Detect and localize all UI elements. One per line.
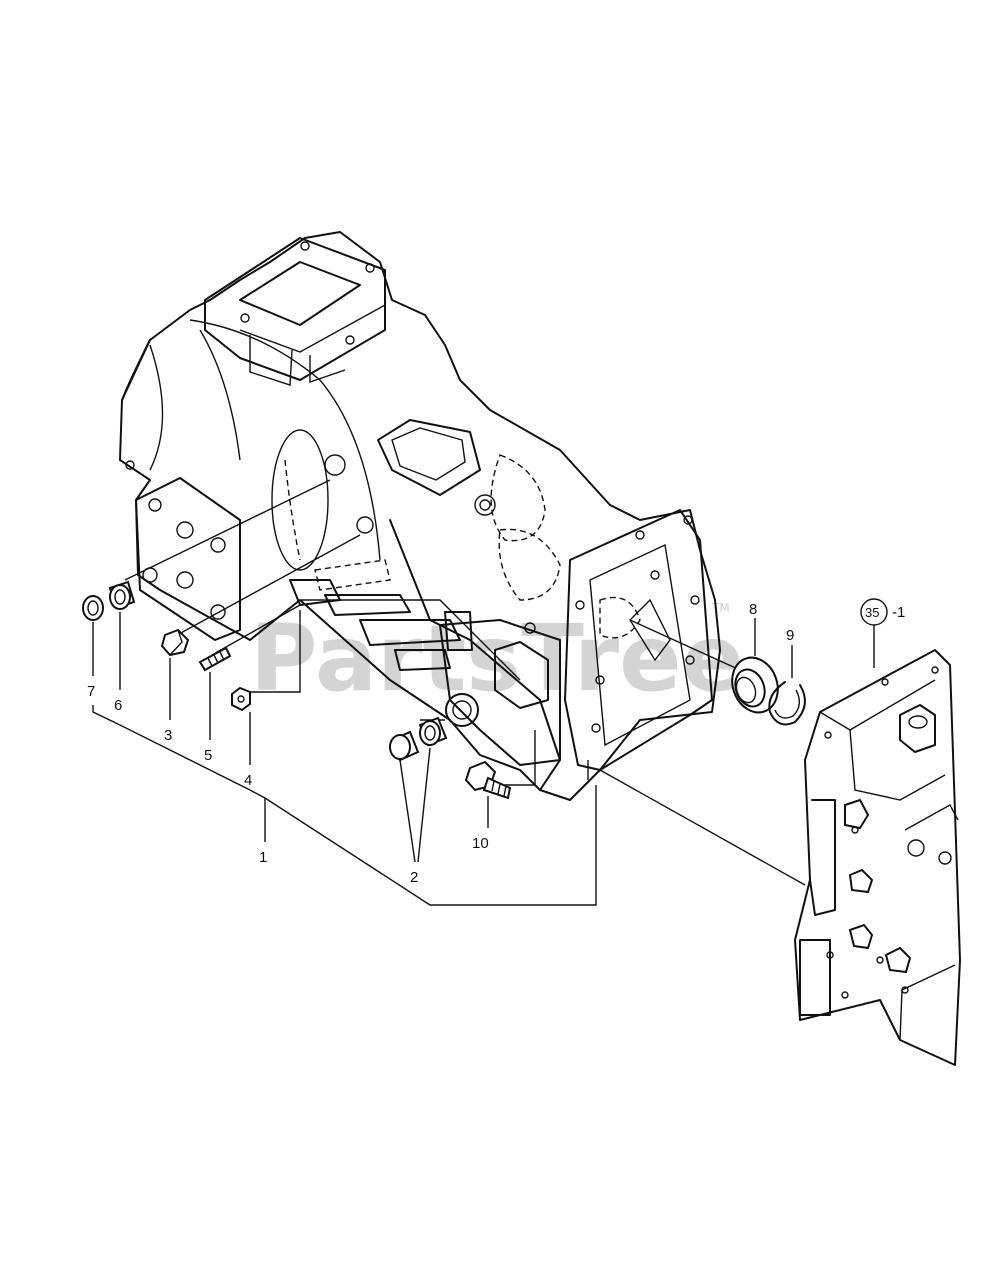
callout-ref-suffix: -1 xyxy=(892,604,905,621)
callout-ref-35: 35 xyxy=(865,605,879,620)
callout-3: 3 xyxy=(164,727,172,744)
callout-10: 10 xyxy=(472,835,489,852)
callout-1: 1 xyxy=(259,849,267,866)
callout-4: 4 xyxy=(244,772,252,789)
part-9-circlip xyxy=(768,681,806,726)
callout-leaders xyxy=(92,612,875,906)
callout-2: 2 xyxy=(410,869,418,886)
callout-6: 6 xyxy=(114,697,122,714)
part-7-snap-ring xyxy=(82,595,104,621)
part-2-bushings xyxy=(389,716,448,762)
callout-labels: 7 6 3 5 4 1 2 10 8 9 35 -1 xyxy=(87,598,905,886)
assembly-leader-lines xyxy=(124,479,806,886)
part-6-bushing xyxy=(108,580,136,610)
callout-7: 7 xyxy=(87,683,95,700)
callout-9: 9 xyxy=(786,627,794,644)
adjacent-assembly-35-1 xyxy=(794,649,961,1066)
watermark-tm: TM xyxy=(711,601,730,615)
part-5-stud xyxy=(198,646,232,672)
bolt-holes xyxy=(125,241,700,733)
callout-5: 5 xyxy=(204,747,212,764)
callout-8: 8 xyxy=(749,601,757,618)
callout-ref-circle xyxy=(860,598,888,626)
part-3-plug xyxy=(160,628,190,657)
part-10-bolt xyxy=(464,760,512,800)
part-8-oil-seal xyxy=(731,656,779,714)
transmission-case xyxy=(119,231,721,801)
part-4-nut xyxy=(231,686,251,712)
